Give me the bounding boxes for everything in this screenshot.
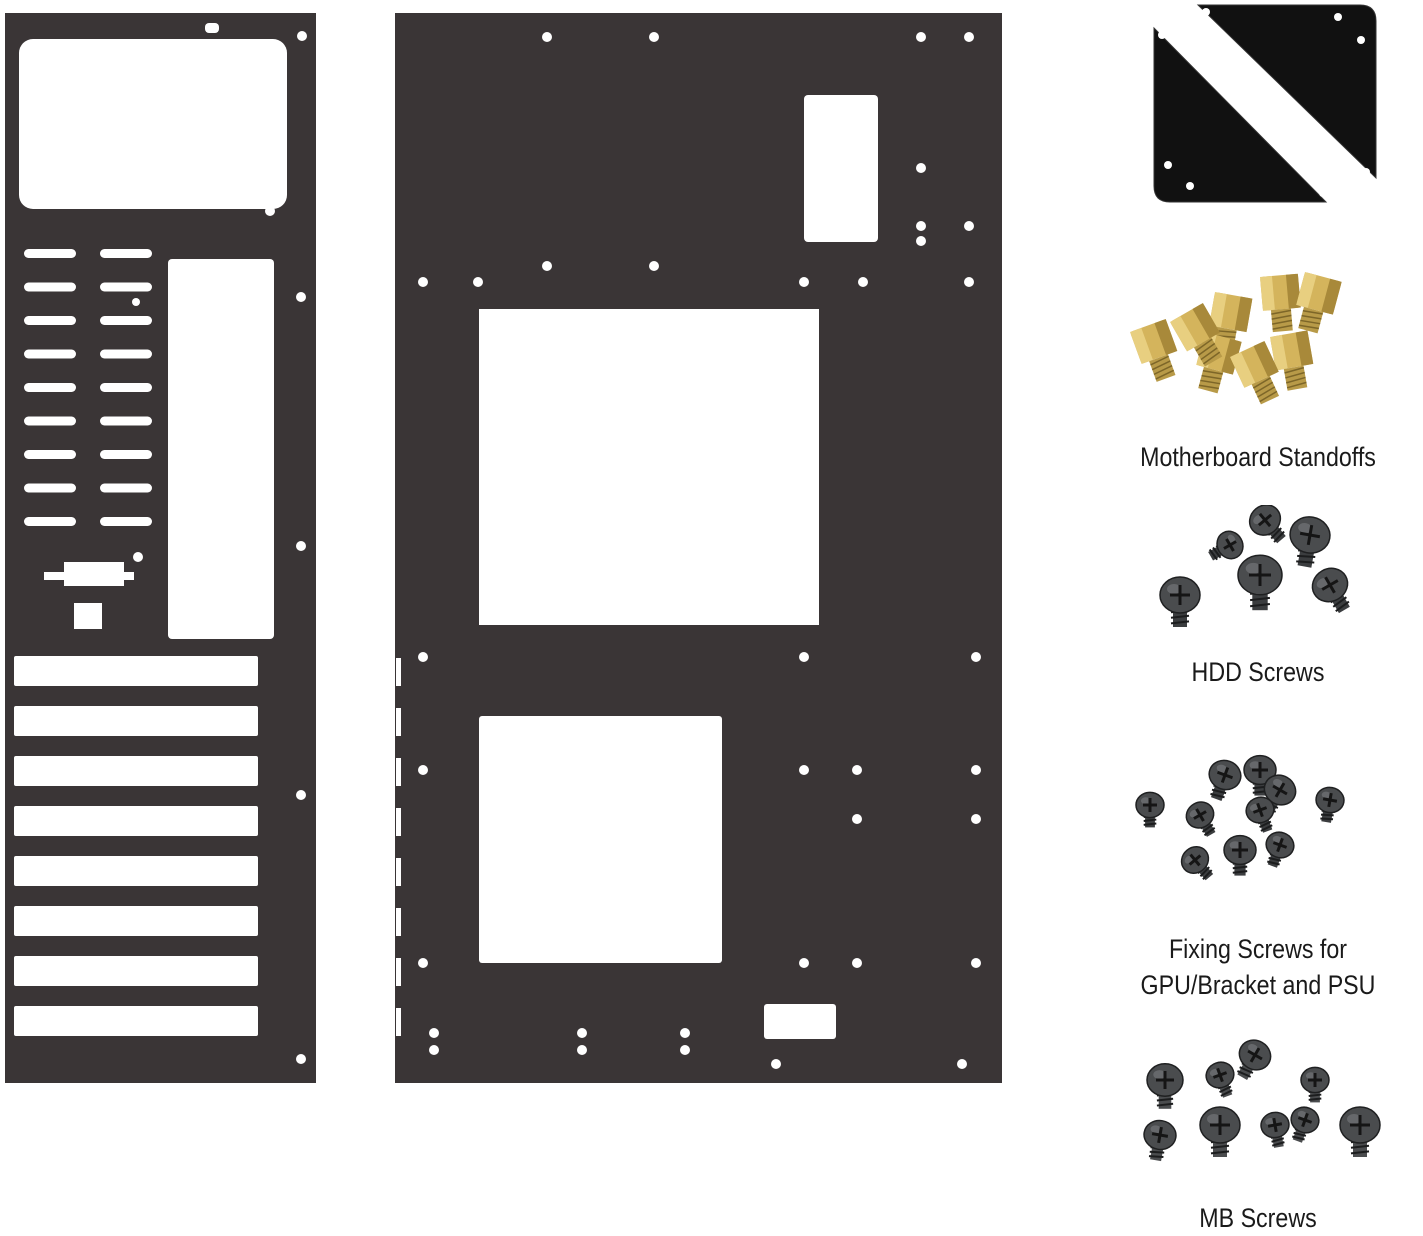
mb-screws-caption-line: MB Screws [1199, 1203, 1317, 1233]
mb-screws-caption: MB Screws [1112, 1200, 1404, 1236]
mb-screw-icon [1143, 1039, 1381, 1162]
hdd-screws-caption-line: HDD Screws [1191, 657, 1325, 687]
fixing-screws-caption: Fixing Screws for GPU/Bracket and PSU [1112, 931, 1404, 1003]
hdd-screws-caption: HDD Screws [1112, 654, 1404, 690]
fixing-screw-icon [1135, 754, 1345, 881]
hdd-screw-icon [1159, 505, 1350, 627]
corner-bracket-image [1153, 4, 1377, 203]
fixing-screws-caption-line-2: GPU/Bracket and PSU [1140, 970, 1376, 1000]
standoffs-caption: Motherboard Standoffs [1112, 439, 1404, 475]
motherboard-tray-image [395, 13, 1002, 1083]
brass-standoff-icon [1130, 272, 1342, 405]
fixing-screws-caption-line-1: Fixing Screws for [1168, 934, 1348, 964]
rear-panel-image [5, 13, 316, 1083]
standoffs-caption-line: Motherboard Standoffs [1140, 442, 1376, 472]
